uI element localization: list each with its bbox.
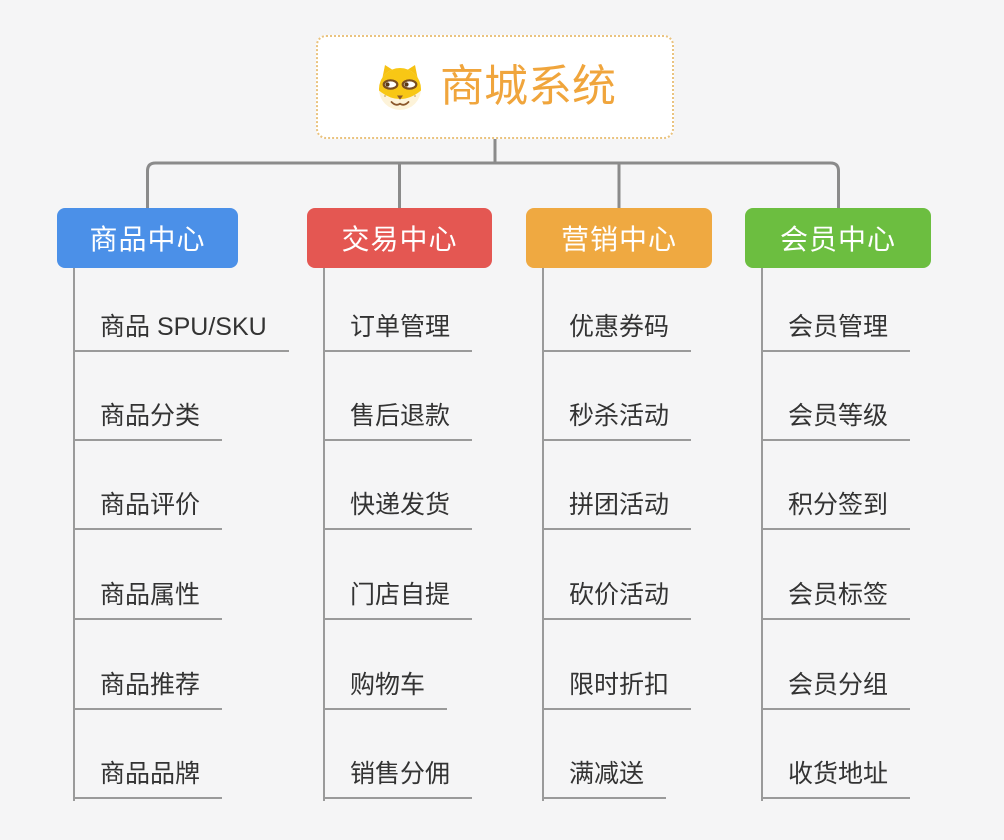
mindmap-leaf[interactable]: 商品推荐: [73, 668, 223, 710]
shiba-dog-icon: [379, 65, 421, 110]
branch-spine-line: [542, 268, 544, 801]
branch-spine-line: [323, 268, 325, 801]
mindmap-leaf[interactable]: 限时折扣: [542, 668, 692, 710]
branch-spine-line: [73, 268, 75, 801]
branch-node-member-center[interactable]: 会员中心: [745, 208, 931, 268]
mindmap-leaf[interactable]: 会员等级: [761, 399, 911, 441]
mindmap-leaf[interactable]: 满减送: [542, 757, 667, 799]
mindmap-leaf[interactable]: 拼团活动: [542, 488, 692, 530]
mindmap-leaf[interactable]: 商品属性: [73, 578, 223, 620]
mindmap-leaf[interactable]: 会员标签: [761, 578, 911, 620]
mindmap-leaf[interactable]: 购物车: [323, 668, 448, 710]
branch-column-product: 商品 SPU/SKU 商品分类 商品评价 商品属性 商品推荐 商品品牌: [73, 268, 323, 808]
mindmap-leaf[interactable]: 快递发货: [323, 488, 473, 530]
tree-connector-lines: [146, 139, 840, 209]
mindmap-leaf[interactable]: 订单管理: [323, 310, 473, 352]
branch-node-trade-center[interactable]: 交易中心: [307, 208, 492, 268]
mindmap-leaf[interactable]: 商品 SPU/SKU: [73, 310, 289, 352]
mindmap-leaf[interactable]: 商品评价: [73, 488, 223, 530]
mindmap-leaf[interactable]: 会员分组: [761, 668, 911, 710]
mindmap-leaf[interactable]: 商品分类: [73, 399, 223, 441]
mindmap-leaf[interactable]: 积分签到: [761, 488, 911, 530]
mindmap-leaf[interactable]: 门店自提: [323, 578, 473, 620]
branch-column-trade: 订单管理 售后退款 快递发货 门店自提 购物车 销售分佣: [323, 268, 573, 808]
mindmap-leaf[interactable]: 商品品牌: [73, 757, 223, 799]
branch-column-member: 会员管理 会员等级 积分签到 会员标签 会员分组 收货地址: [761, 268, 1004, 808]
mindmap-leaf[interactable]: 售后退款: [323, 399, 473, 441]
branch-spine-line: [761, 268, 763, 801]
branch-column-marketing: 优惠券码 秒杀活动 拼团活动 砍价活动 限时折扣 满减送: [542, 268, 792, 808]
root-title: 商城系统: [440, 62, 616, 111]
mindmap-leaf[interactable]: 砍价活动: [542, 578, 692, 620]
mindmap-leaf[interactable]: 会员管理: [761, 310, 911, 352]
branch-node-product-center[interactable]: 商品中心: [57, 208, 238, 268]
root-node[interactable]: 商城系统: [316, 35, 674, 139]
mindmap-leaf[interactable]: 秒杀活动: [542, 399, 692, 441]
mindmap-leaf[interactable]: 收货地址: [761, 757, 911, 799]
mindmap-leaf[interactable]: 优惠券码: [542, 310, 692, 352]
branch-node-marketing-center[interactable]: 营销中心: [526, 208, 712, 268]
mindmap-leaf[interactable]: 销售分佣: [323, 757, 473, 799]
